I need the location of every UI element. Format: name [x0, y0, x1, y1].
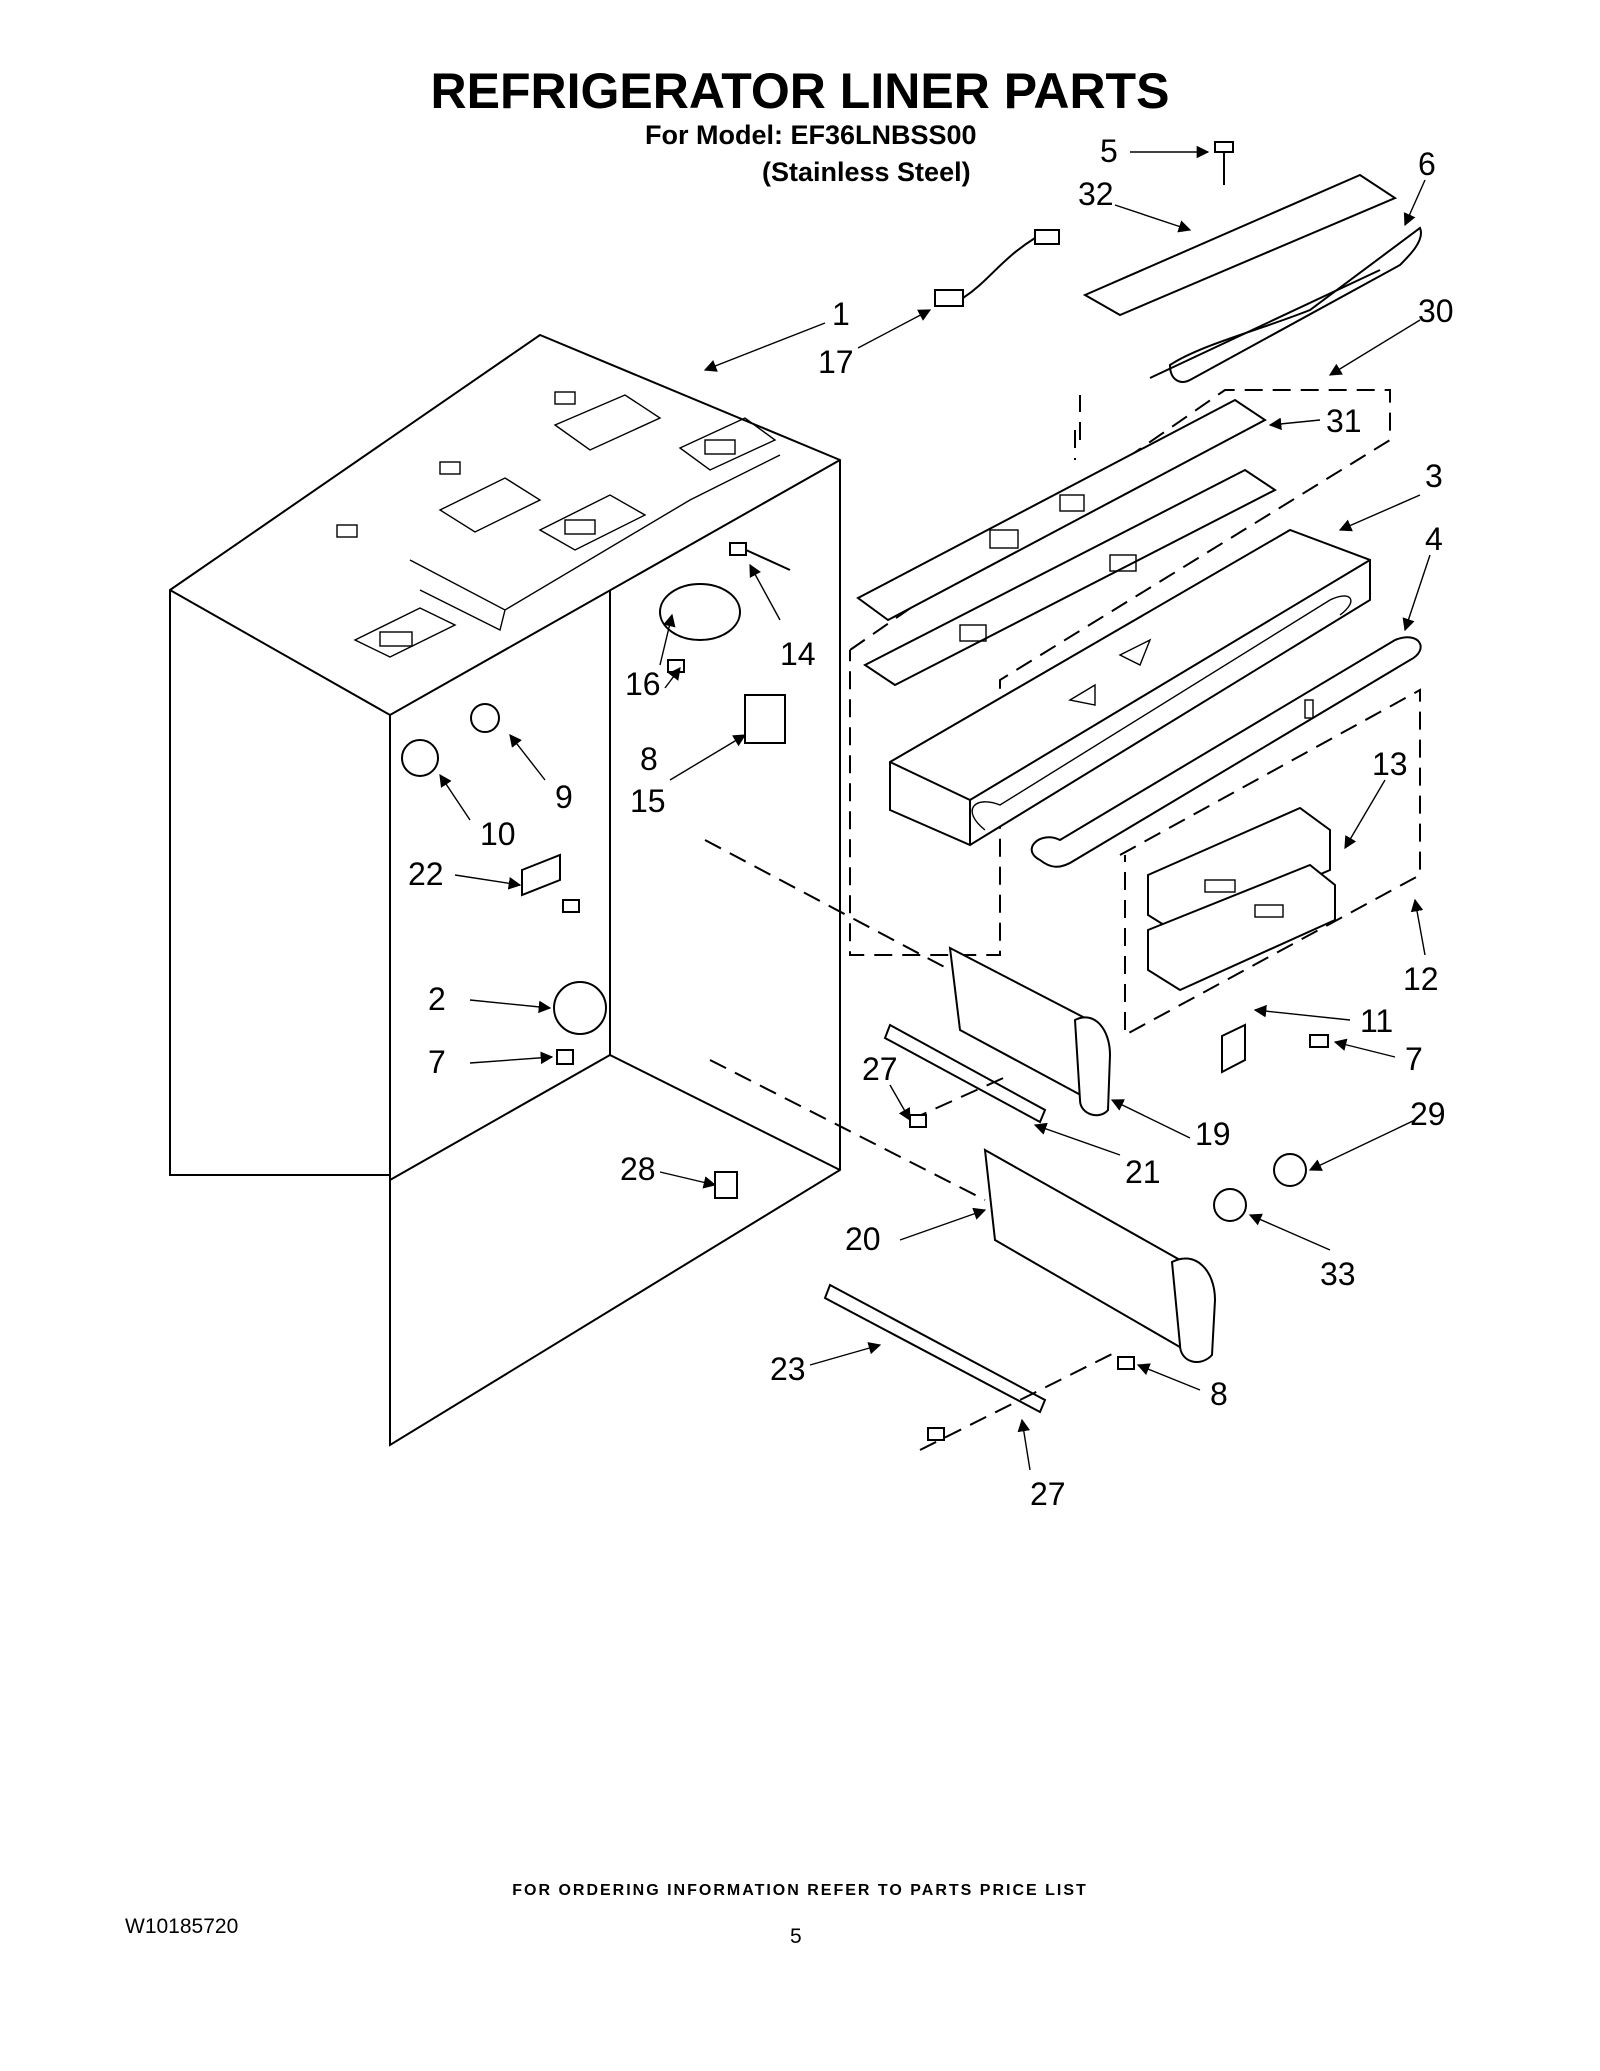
- ordering-note: FOR ORDERING INFORMATION REFER TO PARTS …: [512, 1882, 1088, 1899]
- callout-7-right: 7: [1405, 1041, 1423, 1077]
- callout-15: 15: [630, 783, 666, 819]
- document-id: W10185720: [125, 1915, 239, 1938]
- page-number: 5: [790, 1925, 802, 1948]
- callout-30: 30: [1418, 293, 1454, 329]
- dispenser-module-13: [1147, 806, 1336, 992]
- callout-4: 4: [1425, 521, 1443, 557]
- callout-19: 19: [1195, 1116, 1231, 1152]
- callout-1: 1: [832, 296, 850, 332]
- callout-10: 10: [480, 816, 516, 852]
- model-line: For Model: EF36LNBSS00: [645, 120, 977, 150]
- callout-13: 13: [1372, 746, 1408, 782]
- callout-7-left: 7: [428, 1044, 446, 1080]
- callout-arrows: [439, 145, 1431, 1471]
- callout-11: 11: [1360, 1003, 1393, 1039]
- callout-9: 9: [555, 779, 573, 815]
- callout-23: 23: [770, 1351, 806, 1387]
- callout-8-upper: 8: [640, 741, 658, 777]
- callout-31: 31: [1326, 403, 1362, 439]
- control-area-outline: [849, 389, 1391, 956]
- variant-line: (Stainless Steel): [762, 157, 971, 187]
- callout-27-upper: 27: [862, 1051, 898, 1087]
- callout-27-lower: 27: [1030, 1476, 1066, 1512]
- liner-cabinet: [169, 333, 841, 1447]
- callout-22: 22: [408, 856, 444, 892]
- control-housing-3: [889, 528, 1371, 847]
- callout-33: 33: [1320, 1256, 1356, 1292]
- callout-6: 6: [1418, 146, 1436, 182]
- control-trim-4: [1030, 636, 1422, 868]
- callout-14: 14: [780, 636, 816, 672]
- callout-29: 29: [1410, 1096, 1446, 1132]
- control-board-31: [856, 398, 1277, 687]
- callout-28: 28: [620, 1151, 656, 1187]
- callout-3: 3: [1425, 458, 1443, 494]
- callout-32: 32: [1078, 176, 1114, 212]
- callout-17: 17: [818, 344, 854, 380]
- callout-8-lower: 8: [1210, 1376, 1228, 1412]
- callout-2: 2: [428, 981, 446, 1017]
- rail-assembly-19-21: [883, 946, 1112, 1124]
- callout-20: 20: [845, 1221, 881, 1257]
- callout-5: 5: [1100, 133, 1118, 169]
- callout-12: 12: [1403, 961, 1439, 997]
- rail-assembly-20-23: [823, 1148, 1217, 1414]
- callout-labels: 5 32 6 1 17 30 31 3 4 13 12 11 7 29 33 1…: [408, 133, 1454, 1512]
- page-title: REFRIGERATOR LINER PARTS: [430, 63, 1170, 119]
- callout-16: 16: [625, 666, 661, 702]
- dispenser-module-outline: [1119, 688, 1421, 1037]
- callout-21: 21: [1125, 1154, 1161, 1190]
